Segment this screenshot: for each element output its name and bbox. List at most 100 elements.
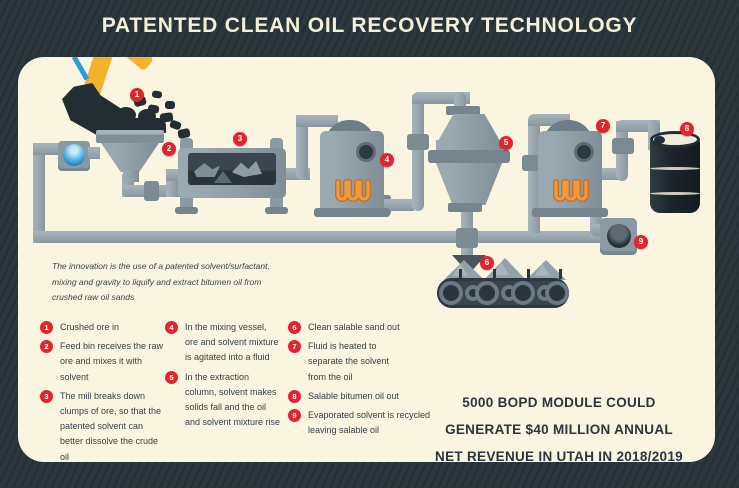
step-number-badge: 8 — [288, 389, 301, 403]
list-item: 8 Salable bitumen oil out — [288, 389, 438, 404]
porthole-icon — [574, 142, 594, 162]
recycled-solvent-ball-icon — [607, 224, 631, 248]
heater-vessel-base — [532, 208, 608, 217]
list-item: 2 Feed bin receives the raw ore and mixes… — [40, 339, 164, 385]
porthole-icon — [356, 142, 376, 162]
step-number-badge: 5 — [165, 370, 178, 384]
step-marker-9: 9 — [634, 235, 648, 249]
mill-foot — [175, 207, 198, 214]
step-number-badge: 6 — [288, 321, 301, 334]
crushed-shard-icon — [232, 161, 262, 177]
conveyor-post — [493, 269, 496, 279]
mixing-vessel-base — [314, 208, 390, 217]
extraction-column-icon — [436, 140, 502, 152]
conveyor-gear-icon — [511, 281, 535, 305]
pipe-segment — [33, 143, 45, 243]
step-text: Salable bitumen oil out — [308, 390, 400, 401]
ore-rock-icon — [165, 101, 175, 109]
pipe-segment — [528, 117, 540, 233]
list-item: 6 Clean salable sand out — [288, 320, 438, 335]
feed-bin-chute — [123, 170, 139, 182]
revenue-line: GENERATE $40 MILLION ANNUAL — [445, 422, 673, 437]
oil-drip-icon — [654, 136, 665, 144]
pipe-recycle-line — [33, 231, 610, 243]
step-text: In the extraction column, solvent makes … — [185, 371, 281, 428]
feed-bin-hopper — [101, 143, 159, 172]
ore-pile-icon — [138, 109, 156, 124]
oil-barrel-icon — [650, 139, 700, 213]
pipe-segment — [88, 147, 100, 159]
revenue-line: NET REVENUE IN UTAH IN 2018/2019 — [435, 449, 683, 462]
steps-column-1: 1 Crushed ore in 2 Feed bin receives the r… — [40, 320, 164, 462]
heating-coil-icon — [335, 179, 371, 202]
crushed-shard-icon — [194, 163, 220, 177]
step-marker-6: 6 — [480, 256, 494, 270]
step-text: Crushed ore in — [60, 322, 120, 332]
step-marker-5: 5 — [499, 136, 513, 150]
revenue-callout: 5000 BOPD MODULE COULD GENERATE $40 MILL… — [424, 389, 694, 462]
pipe-flange — [612, 138, 634, 154]
step-text: Feed bin receives the raw ore and mixes … — [60, 341, 164, 382]
revenue-line: 5000 BOPD MODULE COULD — [462, 395, 656, 410]
pipe-coupling — [456, 228, 478, 248]
extraction-column-hood — [438, 114, 500, 141]
conveyor-gear-icon — [475, 281, 499, 305]
step-number-badge: 9 — [288, 409, 301, 423]
conveyor-gear-icon — [545, 281, 569, 305]
feed-bin-rim — [96, 130, 164, 143]
barrel-rib — [650, 192, 700, 195]
list-item: 4 In the mixing vessel, ore and solvent m… — [165, 320, 282, 366]
solvent-ball-icon — [63, 144, 85, 166]
content-panel: 1 2 3 4 5 6 7 8 9 The innovation is the … — [18, 57, 715, 462]
step-marker-7: 7 — [596, 119, 610, 133]
intro-line: mixing and gravity to liquify and extrac… — [52, 276, 262, 287]
extraction-column-body — [436, 163, 502, 205]
hydraulic-line-icon — [71, 57, 90, 81]
list-item: 3 The mill breaks down clumps of ore, so … — [40, 389, 164, 462]
pipe-segment — [296, 115, 308, 180]
ore-rock-icon — [151, 90, 163, 99]
heating-coil-icon — [553, 179, 589, 202]
intro-line: The innovation is the use of a patented … — [52, 261, 270, 271]
conveyor-gear-icon — [439, 281, 463, 305]
step-marker-8: 8 — [680, 122, 694, 136]
conveyor-post — [559, 269, 562, 279]
barrel-rib — [650, 167, 700, 170]
column-bottom-flange — [448, 203, 482, 212]
step-marker-3: 3 — [233, 132, 247, 146]
pipe-segment — [384, 199, 414, 211]
conveyor-post — [527, 269, 530, 279]
column-band — [428, 150, 510, 163]
step-marker-1: 1 — [130, 88, 144, 102]
step-marker-2: 2 — [162, 142, 176, 156]
ore-pile-icon — [100, 111, 116, 125]
step-text: Evaporated solvent is recycled leaving s… — [308, 410, 431, 436]
steps-column-2: 4 In the mixing vessel, ore and solvent m… — [165, 320, 282, 434]
list-item: 9 Evaporated solvent is recycled leaving … — [288, 408, 438, 438]
step-text: Clean salable sand out — [308, 322, 400, 332]
step-marker-4: 4 — [380, 153, 394, 167]
ore-pile-icon — [116, 107, 136, 123]
step-text: Fluid is heated to separate the solvent … — [308, 341, 390, 382]
list-item: 5 In the extraction column, solvent makes… — [165, 370, 282, 431]
step-number-badge: 3 — [40, 389, 53, 403]
intro-paragraph: The innovation is the use of a patented … — [52, 259, 322, 306]
pipe-segment — [412, 95, 424, 211]
step-number-badge: 1 — [40, 321, 53, 334]
step-number-badge: 2 — [40, 340, 53, 354]
step-text: The mill breaks down clumps of ore, so t… — [60, 390, 162, 462]
column-top-flange — [446, 106, 480, 115]
conveyor-post — [459, 269, 462, 279]
intro-line: crushed raw oil sands — [52, 292, 135, 302]
excavator-arm-icon — [110, 57, 154, 72]
pipe-segment — [296, 115, 338, 127]
pipe-flange — [407, 134, 429, 150]
mill-window — [188, 153, 276, 185]
list-item: 1 Crushed ore in — [40, 320, 164, 335]
step-number-badge: 4 — [165, 321, 178, 334]
mill-foot — [265, 207, 288, 214]
step-text: In the mixing vessel, ore and solvent mi… — [185, 322, 279, 363]
